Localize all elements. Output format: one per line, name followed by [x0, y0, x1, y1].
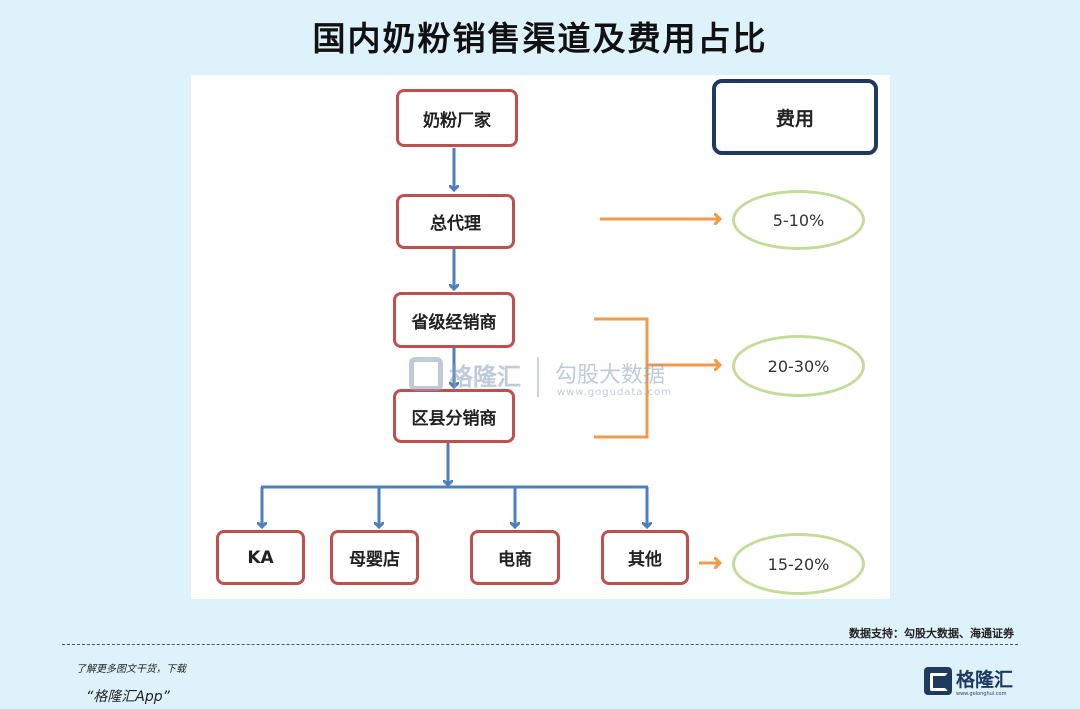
fee-value: 5-10% — [772, 210, 825, 230]
node-manufacturer: 奶粉厂家 — [396, 89, 518, 147]
diagram-panel: 奶粉厂家 总代理 省级经销商 区县分销商 KA 母婴店 电商 其他 费用 5-1… — [191, 75, 890, 599]
node-ka: KA — [216, 530, 305, 585]
node-label: KA — [247, 547, 274, 568]
fee-ellipse-general-agent: 5-10% — [732, 190, 865, 250]
page-title: 国内奶粉销售渠道及费用占比 — [312, 19, 768, 58]
node-label: 区县分销商 — [411, 408, 497, 429]
node-label: 奶粉厂家 — [423, 110, 491, 131]
node-others: 其他 — [601, 530, 689, 585]
brand-logo-icon — [924, 667, 952, 695]
fee-value: 20-30% — [767, 356, 830, 376]
promo-line-2: “格隆汇App” — [86, 689, 170, 705]
brand-logo-text: 格隆汇 — [956, 669, 1014, 691]
data-source: 数据支持：勾股大数据、海通证券 — [849, 627, 1014, 640]
fee-value: 15-20% — [767, 554, 830, 574]
node-county-distributor: 区县分销商 — [393, 389, 515, 443]
brand-logo: 格隆汇 www.gelonghui.com — [924, 665, 1020, 701]
node-label: 省级经销商 — [411, 312, 497, 333]
brand-logo-url: www.gelonghui.com — [956, 691, 1007, 697]
fee-bracket-distributors — [594, 317, 649, 439]
fee-ellipse-retail: 15-20% — [732, 533, 865, 595]
node-provincial-distributor: 省级经销商 — [393, 292, 515, 348]
node-ecommerce: 电商 — [470, 530, 560, 585]
node-label: 母婴店 — [349, 550, 400, 570]
promo-line-1: 了解更多图文干货，下载 — [76, 664, 186, 675]
node-general-agent: 总代理 — [396, 194, 515, 249]
fee-ellipse-distributors: 20-30% — [732, 335, 865, 397]
node-label: 电商 — [498, 550, 532, 570]
connector-layer — [191, 148, 890, 599]
node-label: 总代理 — [430, 214, 481, 234]
footer-divider — [62, 644, 1018, 645]
node-maternity-store: 母婴店 — [330, 530, 419, 585]
node-label: 其他 — [628, 550, 662, 570]
fee-header: 费用 — [712, 79, 878, 155]
